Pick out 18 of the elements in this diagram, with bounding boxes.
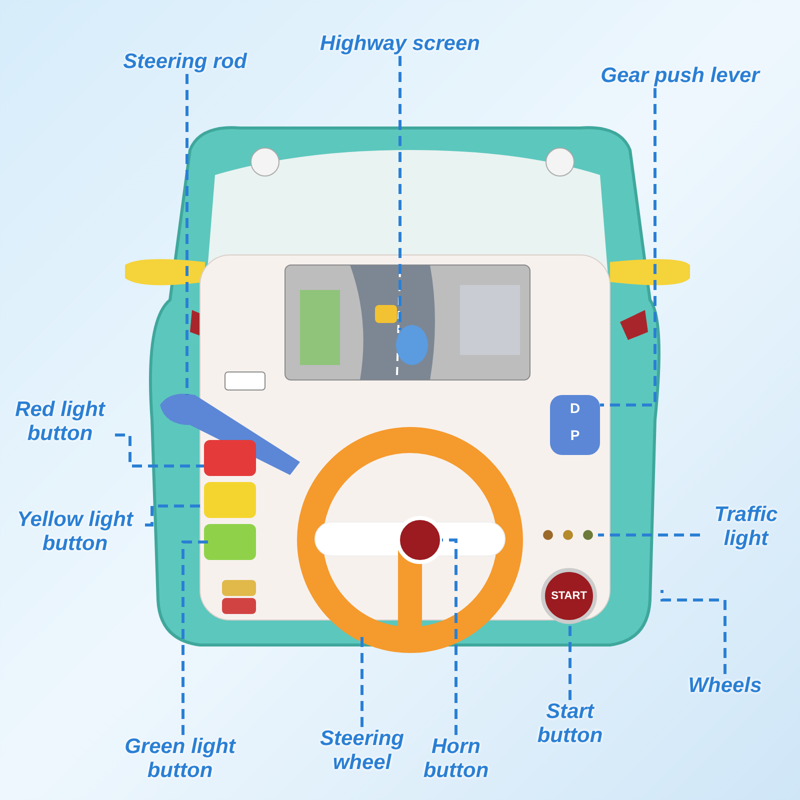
leader-line — [568, 624, 572, 700]
leader-line — [115, 434, 204, 468]
gear-lever: D P — [550, 395, 600, 455]
callout-text: Red light button — [5, 398, 115, 446]
callout-text: Green light button — [105, 735, 255, 783]
leader-line — [186, 74, 188, 395]
callout-text: Gear push lever — [585, 64, 775, 88]
leader-line — [398, 56, 402, 330]
callout-text: Steering rod — [105, 50, 265, 74]
leader-line — [598, 534, 700, 536]
leader-line — [600, 88, 656, 406]
leader-line — [660, 590, 726, 674]
callout-text: Highway screen — [305, 32, 495, 56]
callout-text: Start button — [518, 700, 622, 748]
leader-line — [442, 538, 458, 735]
callout-text: Yellow light button — [5, 508, 145, 556]
callout-text: Wheels — [678, 674, 772, 698]
callout-text: Traffic light — [700, 503, 792, 551]
